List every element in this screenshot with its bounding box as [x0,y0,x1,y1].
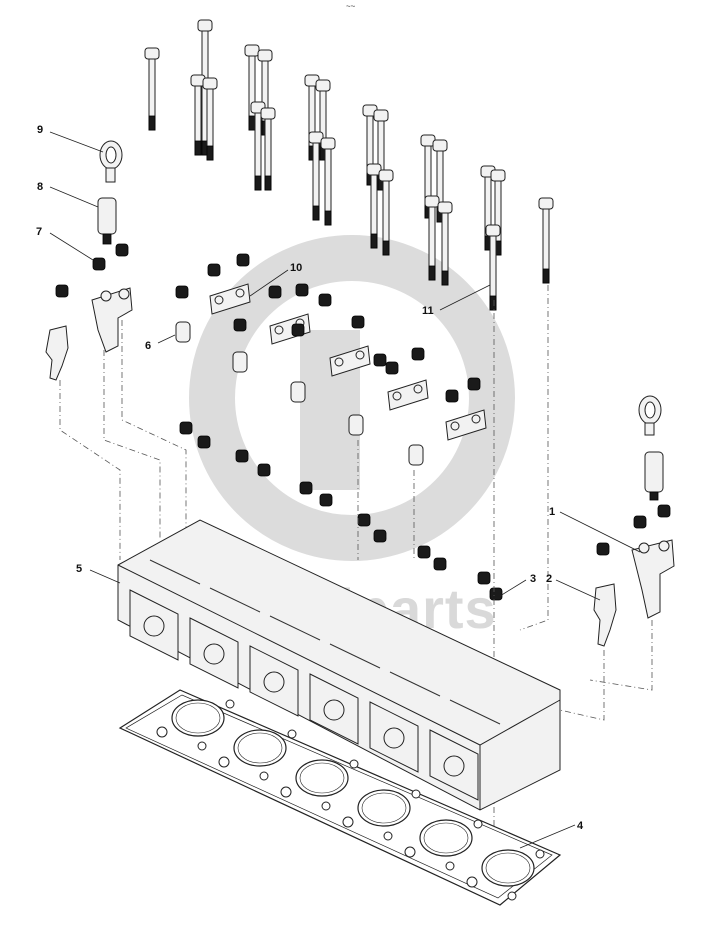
leader-lines [49,131,641,849]
valve-stem-seal [417,545,431,559]
callout-11: 11 [422,305,434,317]
injector-clamp [269,313,311,345]
head-bolt [490,169,506,256]
callouts: 1 2 3 4 5 6 7 8 9 10 11 [36,124,584,832]
lifting-eye-left [99,140,123,183]
head-bolt [190,74,206,156]
callout-6: 6 [145,340,151,352]
valve-stem-seal [299,481,313,495]
spacer-sleeve-left [97,197,117,245]
valve-stem-seal [235,449,249,463]
callout-1: 1 [549,506,555,518]
valve-stem-seal [295,283,309,297]
callout-9: 9 [37,124,43,136]
valve-stem-seal [236,253,250,267]
head-bolt [244,44,260,131]
valve-stem-seal [351,315,365,329]
valve-stem-seal [357,513,371,527]
injector-left [45,325,69,381]
spring-seat [408,444,424,466]
callout-3: 3 [530,573,536,585]
valve-stem-seal [207,263,221,277]
callout-7: 7 [36,226,42,238]
lifting-eye-right [638,395,662,436]
spring-seat [290,381,306,403]
spacer-sleeve-right [644,451,664,501]
head-bolt [260,107,276,191]
valve-stem-seal [197,435,211,449]
valve-stem-seal [433,557,447,571]
cylinder-head-bolts [144,19,554,311]
nut-left [55,243,129,298]
valve-stem-seal [411,347,425,361]
injector-clamp [387,379,429,411]
valve-stem-seals [175,253,503,601]
spring-seat [232,351,248,373]
head-bolt [485,224,501,311]
valve-stem-seal [373,529,387,543]
injector-clamp-bracket-left [91,287,133,353]
callout-2: 2 [546,573,552,585]
valve-stem-seal [467,377,481,391]
top-mark: ~~ [346,2,356,11]
injector-clamp [445,409,487,441]
valve-stem-seal [445,389,459,403]
cylinder-head-gasket [118,689,562,906]
valve-stem-seal [489,587,503,601]
injector-clamp [329,345,371,377]
callout-8: 8 [37,181,43,193]
valve-stem-seal [257,463,271,477]
head-bolt [432,139,448,223]
cylinder-head [117,519,561,811]
nut-right [596,504,671,556]
alignment-lines [59,285,653,840]
head-bolt [366,163,382,249]
head-bolt [320,137,336,226]
callout-5: 5 [76,563,82,575]
head-bolt [378,169,394,256]
injector-right [593,583,617,647]
valve-stem-seal [318,293,332,307]
head-bolt [538,197,554,284]
valve-stem-seal [477,571,491,585]
valve-stem-seal [385,361,399,375]
valve-stem-seal [175,285,189,299]
spring-seat [175,321,191,343]
valve-stem-seal [291,323,305,337]
injector-clamps [209,283,487,441]
spring-seat [348,414,364,436]
valve-stem-seal [179,421,193,435]
injector-clamp [209,283,251,315]
head-bolt [202,77,218,161]
head-bolt [144,47,160,131]
valve-stem-seal [373,353,387,367]
head-bolt [424,195,440,281]
callout-4: 4 [577,820,584,832]
valve-stem-seal [319,493,333,507]
valve-stem-seal [268,285,282,299]
head-bolt [373,109,389,191]
head-bolt [437,201,453,286]
injector-clamp-bracket-right [631,539,675,619]
head-bolt [308,131,324,221]
callout-10: 10 [290,262,302,274]
valve-stem-seal [233,318,247,332]
